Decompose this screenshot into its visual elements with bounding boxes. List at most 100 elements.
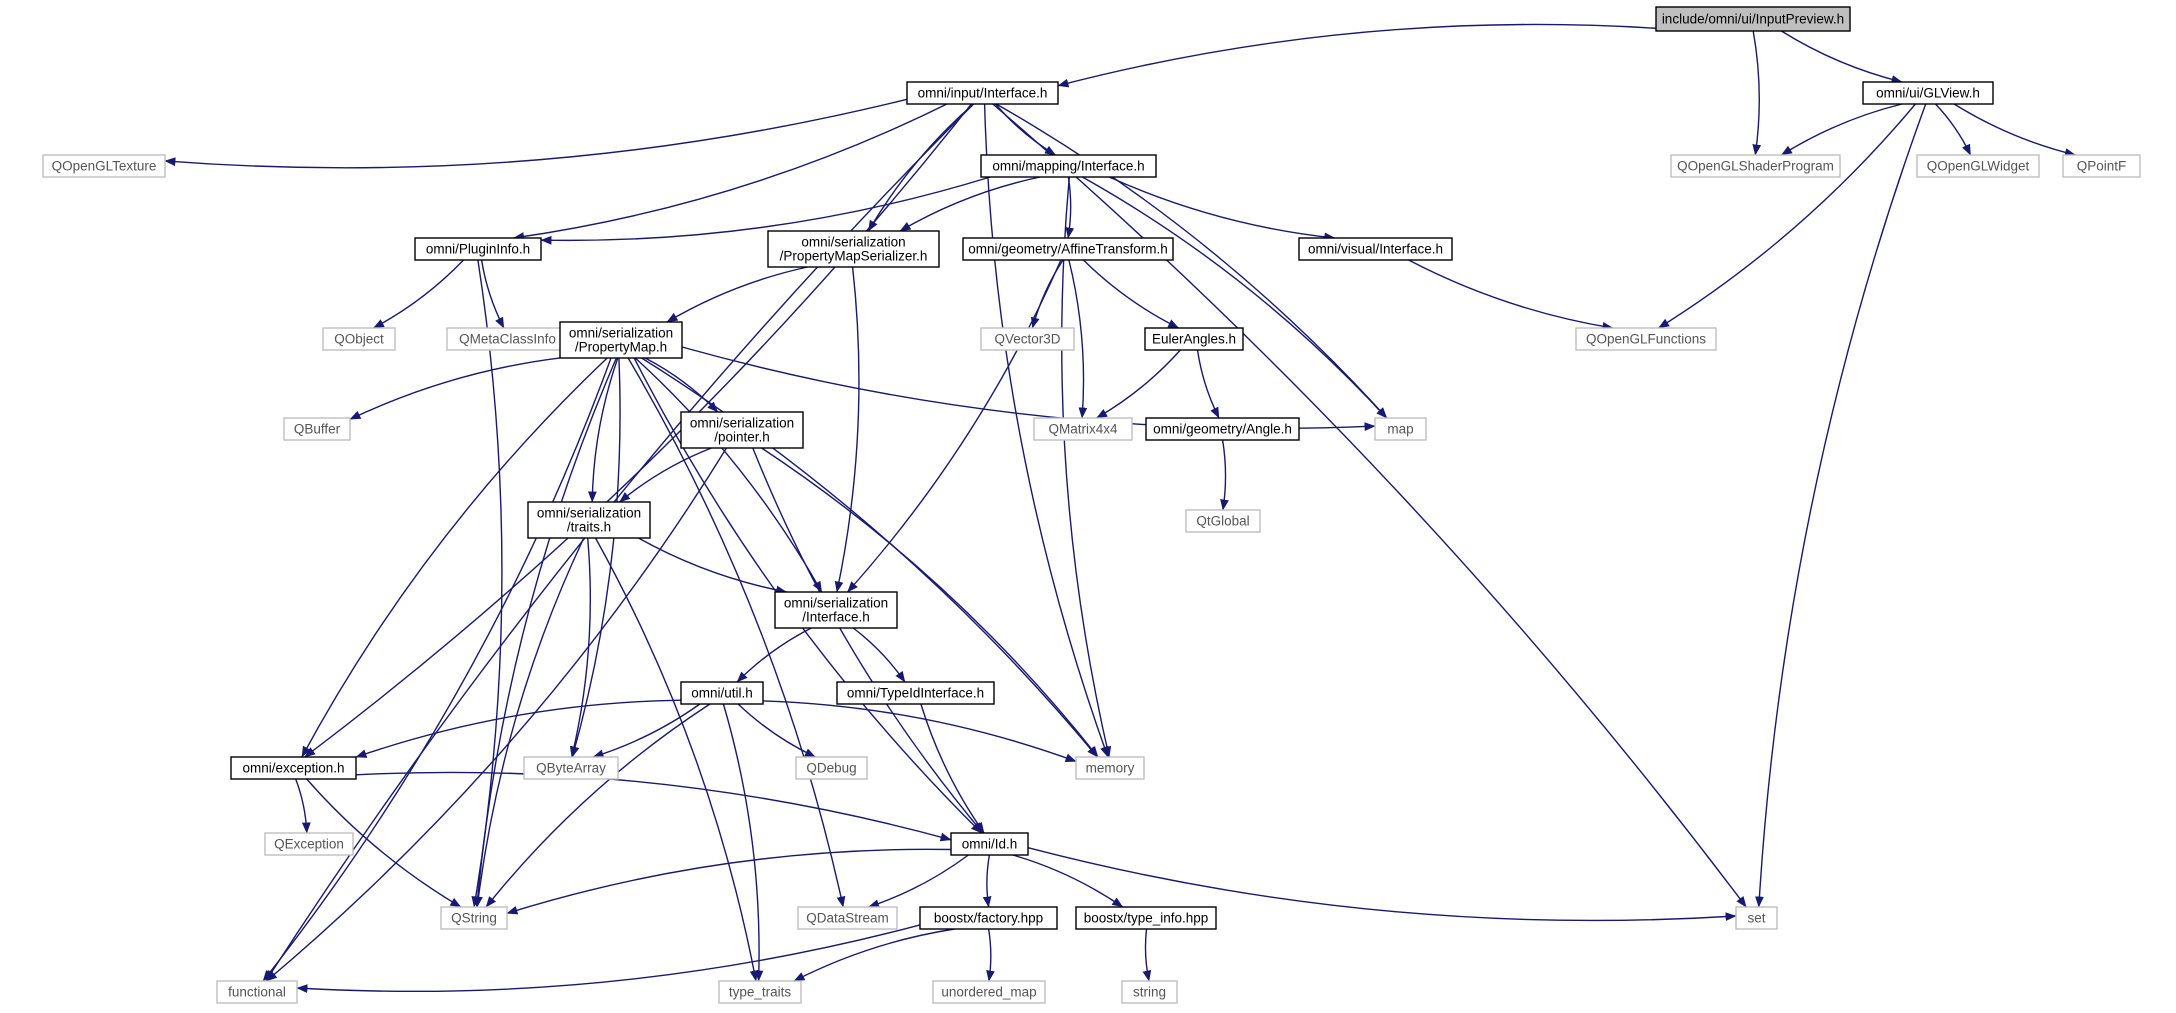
edge-util-to-qstring	[485, 703, 711, 908]
node-label: memory	[1086, 761, 1135, 776]
node-label: QBuffer	[294, 422, 341, 437]
edge-exception-to-qexception	[295, 778, 311, 834]
node-box	[322, 327, 396, 351]
edge-affine-to-qvector3d	[1030, 259, 1064, 329]
node-affine[interactable]: omni/geometry/AffineTransform.h	[962, 237, 1174, 261]
node-label: boostx/type_info.hpp	[1084, 911, 1209, 926]
node-label: unordered_map	[941, 985, 1036, 1000]
node-box	[1298, 237, 1453, 261]
edge-pointer-to-id	[752, 447, 984, 834]
edge-plugininfo-to-qobject	[373, 259, 465, 329]
node-label: QOpenGLWidget	[1927, 159, 2030, 174]
node-glview[interactable]: omni/ui/GLView.h	[1862, 81, 1994, 105]
node-label: map	[1387, 422, 1413, 437]
node-label: omni/util.h	[691, 686, 753, 701]
edge-pointer-to-traits	[619, 447, 712, 503]
node-qglwidget: QOpenGLWidget	[1916, 154, 2040, 178]
edge-input_iface-to-mapping_iface	[994, 103, 1056, 156]
edge-util-to-exception	[355, 699, 682, 758]
node-visual_iface[interactable]: omni/visual/Interface.h	[1298, 237, 1453, 261]
node-angle[interactable]: omni/geometry/Angle.h	[1145, 417, 1300, 441]
node-box	[414, 237, 542, 261]
node-exception[interactable]: omni/exception.h	[230, 756, 357, 780]
edge-propertymap-to-qbuffer	[349, 357, 561, 420]
node-id[interactable]: omni/Id.h	[950, 832, 1029, 856]
edge-root-to-qglshader	[1752, 30, 1762, 156]
node-label: /Interface.h	[802, 610, 870, 625]
node-label: omni/input/Interface.h	[918, 86, 1048, 101]
node-pmserializer[interactable]: omni/serialization/PropertyMapSerializer…	[767, 230, 940, 268]
edge-mapping_iface-to-pmserializer	[899, 176, 1041, 232]
node-box	[774, 591, 898, 629]
edge-util-to-memory	[762, 700, 1077, 763]
node-plugininfo[interactable]: omni/PluginInfo.h	[414, 237, 542, 261]
node-box	[523, 756, 619, 780]
node-label: QPointF	[2077, 159, 2127, 174]
node-label: include/omni/ui/InputPreview.h	[1662, 12, 1844, 27]
node-euler[interactable]: EulerAngles.h	[1144, 327, 1244, 351]
node-label: QMatrix4x4	[1048, 422, 1118, 437]
node-box	[980, 154, 1157, 178]
edge-typeinfo-to-string	[1142, 928, 1152, 982]
node-ser_iface[interactable]: omni/serialization/Interface.h	[774, 591, 898, 629]
edge-mapping_iface-to-visual_iface	[1108, 176, 1336, 242]
edge-input_iface-to-set	[992, 103, 1747, 908]
edge-propertymap-to-functional	[262, 357, 612, 982]
node-qbuffer: QBuffer	[283, 417, 351, 441]
node-qmatrix: QMatrix4x4	[1033, 417, 1133, 441]
edge-id-to-qstring	[506, 848, 952, 915]
node-util[interactable]: omni/util.h	[680, 681, 764, 705]
node-box	[1670, 154, 1841, 178]
node-box	[836, 681, 995, 705]
node-typeid[interactable]: omni/TypeIdInterface.h	[836, 681, 995, 705]
node-label: /PropertyMapSerializer.h	[780, 249, 928, 264]
node-qdebug: QDebug	[795, 756, 868, 780]
node-label: /traits.h	[567, 520, 611, 535]
node-box	[718, 980, 802, 1004]
node-factory[interactable]: boostx/factory.hpp	[919, 906, 1058, 930]
nodes-layer: include/omni/ui/InputPreview.h omni/input…	[42, 6, 2141, 1004]
node-qtglobal: QtGlobal	[1185, 509, 1261, 533]
edge-traits-to-type_traits	[594, 537, 759, 982]
edge-euler-to-angle	[1196, 349, 1220, 419]
node-string: string	[1121, 980, 1178, 1004]
edge-traits-to-qstring	[474, 537, 585, 908]
node-label: QString	[451, 911, 497, 926]
edge-propertymap-to-qbytearray	[570, 357, 621, 758]
edge-factory-to-unordered_map	[986, 928, 995, 982]
node-box	[1144, 327, 1244, 351]
edge-pmserializer-to-propertymap	[666, 266, 808, 323]
edge-propertymap-to-qstring	[473, 357, 618, 908]
node-box	[919, 906, 1058, 930]
edge-propertymap-to-exception	[301, 357, 608, 758]
node-typeinfo[interactable]: boostx/type_info.hpp	[1075, 906, 1217, 930]
node-pointer[interactable]: omni/serialization/pointer.h	[680, 411, 804, 449]
edge-factory-to-functional	[296, 924, 921, 993]
node-box	[1916, 154, 2040, 178]
node-type_traits: type_traits	[718, 980, 802, 1004]
node-traits[interactable]: omni/serialization/traits.h	[527, 501, 651, 539]
node-root[interactable]: include/omni/ui/InputPreview.h	[1655, 6, 1851, 32]
node-box	[950, 832, 1029, 856]
edge-util-to-qbytearray	[592, 703, 701, 759]
node-box	[1145, 417, 1300, 441]
node-label: type_traits	[729, 985, 792, 1000]
node-input_iface[interactable]: omni/input/Interface.h	[906, 81, 1059, 105]
node-label: QDataStream	[806, 911, 889, 926]
node-box	[767, 230, 940, 268]
edge-visual_iface-to-qglfunctions	[1408, 259, 1614, 331]
node-box	[680, 411, 804, 449]
node-label: QVector3D	[994, 332, 1060, 347]
node-propertymap[interactable]: omni/serialization/PropertyMap.h	[559, 321, 683, 359]
node-label: EulerAngles.h	[1152, 332, 1236, 347]
node-unordered_map: unordered_map	[932, 980, 1046, 1004]
edge-input_iface-to-map	[995, 103, 1388, 419]
node-label: QByteArray	[536, 761, 606, 776]
node-label: omni/Id.h	[962, 837, 1018, 852]
node-box	[1075, 756, 1145, 780]
node-qglshader: QOpenGLShaderProgram	[1670, 154, 1841, 178]
node-qdatastream: QDataStream	[797, 906, 898, 930]
edge-root-to-glview	[1781, 30, 1903, 84]
node-mapping_iface[interactable]: omni/mapping/Interface.h	[980, 154, 1157, 178]
node-box	[1075, 906, 1217, 930]
